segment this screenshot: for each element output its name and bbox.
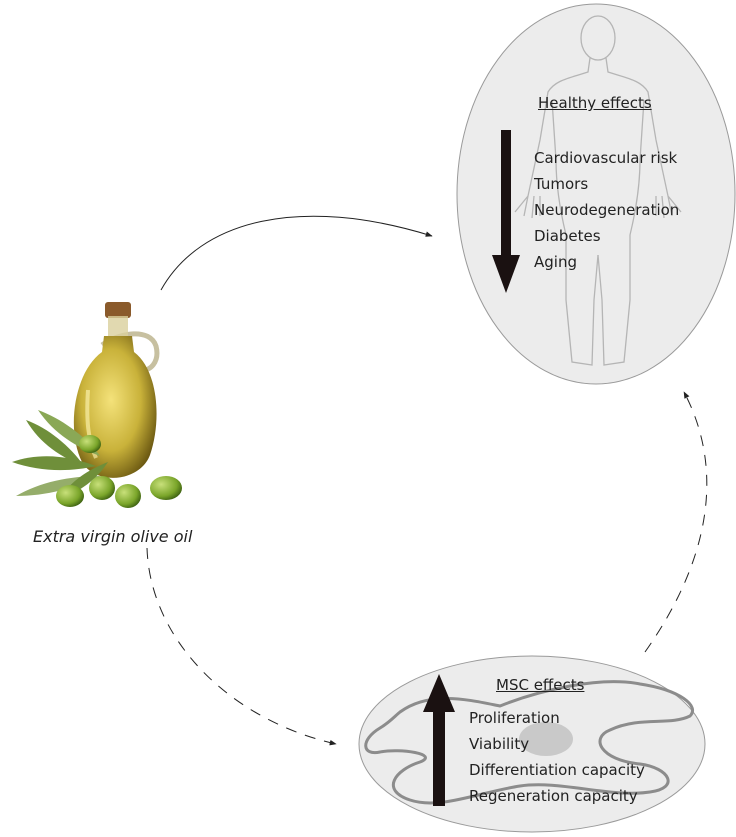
msc-to-health-arrow: [645, 392, 707, 652]
msc-effects-heading: MSC effects: [496, 676, 584, 694]
olive-oil-caption: Extra virgin olive oil: [33, 527, 192, 546]
msc-item-regeneration: Regeneration capacity: [469, 783, 638, 809]
healthy-ellipse: [457, 4, 735, 384]
healthy-effects-heading: Healthy effects: [538, 94, 652, 112]
healthy-item-tumors: Tumors: [534, 171, 588, 197]
msc-item-proliferation: Proliferation: [469, 705, 560, 731]
healthy-effects-panel: [457, 4, 735, 384]
healthy-item-aging: Aging: [534, 249, 577, 275]
healthy-item-cardiovascular: Cardiovascular risk: [534, 145, 677, 171]
msc-item-viability: Viability: [469, 731, 529, 757]
msc-item-differentiation: Differentiation capacity: [469, 757, 645, 783]
oil-to-health-arrow: [161, 216, 432, 290]
healthy-item-neurodegeneration: Neurodegeneration: [534, 197, 679, 223]
oil-to-msc-arrow: [147, 548, 336, 744]
healthy-item-diabetes: Diabetes: [534, 223, 601, 249]
